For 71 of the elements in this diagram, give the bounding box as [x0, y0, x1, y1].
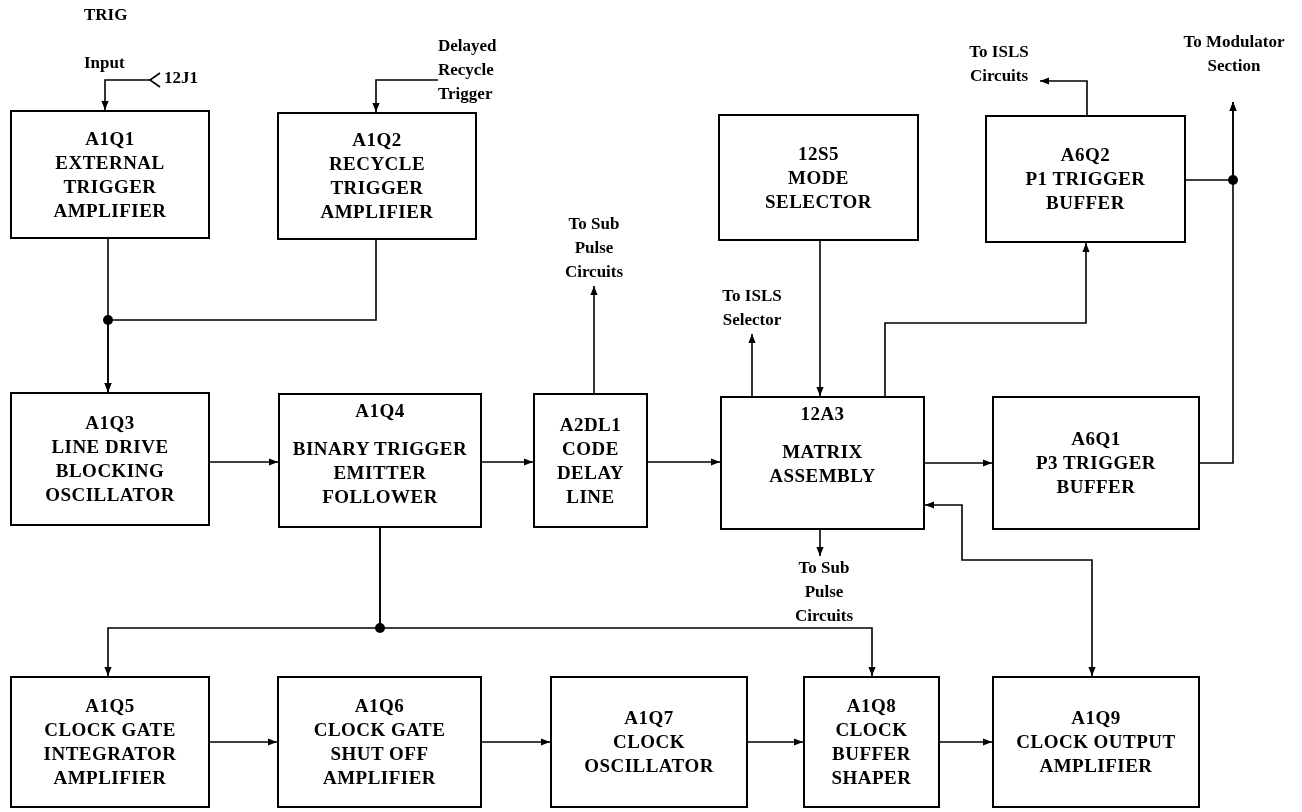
block-box [278, 393, 482, 528]
signal-arrow [1199, 101, 1237, 464]
signal-arrow [379, 527, 876, 677]
block-function: CODE DELAY LINE [555, 436, 626, 509]
block-function: CLOCK BUFFER SHAPER [830, 718, 913, 790]
block-box [533, 393, 648, 528]
block-function: CLOCK GATE INTEGRATOR AMPLIFIER [42, 718, 178, 790]
block-designator: 12A3 [800, 402, 845, 426]
block-box [277, 676, 482, 808]
block-designator: A2DL1 [559, 412, 622, 437]
block-box [720, 396, 925, 530]
signal-arrow [816, 240, 824, 397]
block-box [803, 676, 940, 808]
signal-arrow [104, 239, 377, 393]
block-function: CLOCK GATE SHUT OFF AMPLIFIER [312, 718, 447, 790]
signal-arrow [1039, 77, 1088, 116]
block-function: BINARY TRIGGER EMITTER FOLLOWER [292, 437, 468, 509]
signal-text: Delayed Recycle Trigger [438, 35, 498, 105]
signal-arrow [647, 458, 721, 466]
signal-text: TRIG [84, 4, 128, 26]
block-box [277, 112, 477, 240]
block-box [550, 676, 748, 808]
block-function: P3 TRIGGER BUFFER [1035, 451, 1157, 499]
block-box [10, 110, 210, 239]
block-box [992, 396, 1200, 530]
signal-arrow [816, 529, 824, 557]
signal-arrow [747, 738, 804, 746]
block-designator: A6Q1 [1071, 427, 1121, 451]
connector-label: 12J1 [164, 67, 198, 89]
block-designator: A1Q8 [846, 694, 897, 718]
signal-text: To ISLS Selector [721, 285, 783, 331]
signal-arrow [748, 333, 756, 397]
block-designator: A1Q5 [85, 694, 135, 718]
block-designator: A1Q2 [352, 128, 402, 152]
block-box [10, 392, 210, 526]
signal-arrow [924, 459, 993, 467]
block-function: RECYCLE TRIGGER AMPLIFIER [319, 152, 435, 224]
block-box [985, 115, 1186, 243]
signal-text: To Sub Pulse Circuits [793, 557, 855, 627]
block-designator: A1Q7 [624, 706, 674, 730]
block-designator: A6Q2 [1060, 143, 1111, 167]
signal-text: To Modulator Section [1182, 31, 1286, 77]
block-box [10, 676, 210, 808]
block-box [992, 676, 1200, 808]
signal-arrow [939, 738, 993, 746]
block-designator: A1Q1 [85, 126, 135, 151]
block-designator: A1Q9 [1071, 706, 1121, 730]
block-function: CLOCK OSCILLATOR [583, 730, 715, 778]
signal-arrow [101, 79, 151, 111]
block-designator: A1Q3 [85, 411, 135, 435]
block-designator: A1Q6 [354, 694, 405, 718]
block-function: P1 TRIGGER BUFFER [1024, 167, 1147, 215]
signal-arrow [209, 738, 278, 746]
signal-text: Input [84, 52, 125, 74]
block-box [718, 114, 919, 241]
block-designator: A1Q4 [355, 399, 405, 423]
block-function: LINE DRIVE BLOCKING OSCILLATOR [44, 435, 176, 507]
signal-arrow [924, 501, 1096, 677]
block-designator: 12S5 [798, 141, 839, 166]
signal-text: To ISLS Circuits [968, 41, 1030, 87]
signal-arrow [590, 285, 598, 394]
signal-arrow [884, 242, 1090, 397]
signal-arrow [372, 79, 439, 113]
signal-arrow [481, 458, 534, 466]
signal-arrow [209, 458, 279, 466]
block-function: MODE SELECTOR [764, 165, 873, 214]
block-function: CLOCK OUTPUT AMPLIFIER [1015, 730, 1177, 778]
signal-arrow [481, 738, 551, 746]
block-function: MATRIX ASSEMBLY [768, 440, 877, 488]
block-function: EXTERNAL TRIGGER AMPLIFIER [52, 150, 168, 223]
signal-text: To Sub Pulse Circuits [563, 213, 625, 283]
